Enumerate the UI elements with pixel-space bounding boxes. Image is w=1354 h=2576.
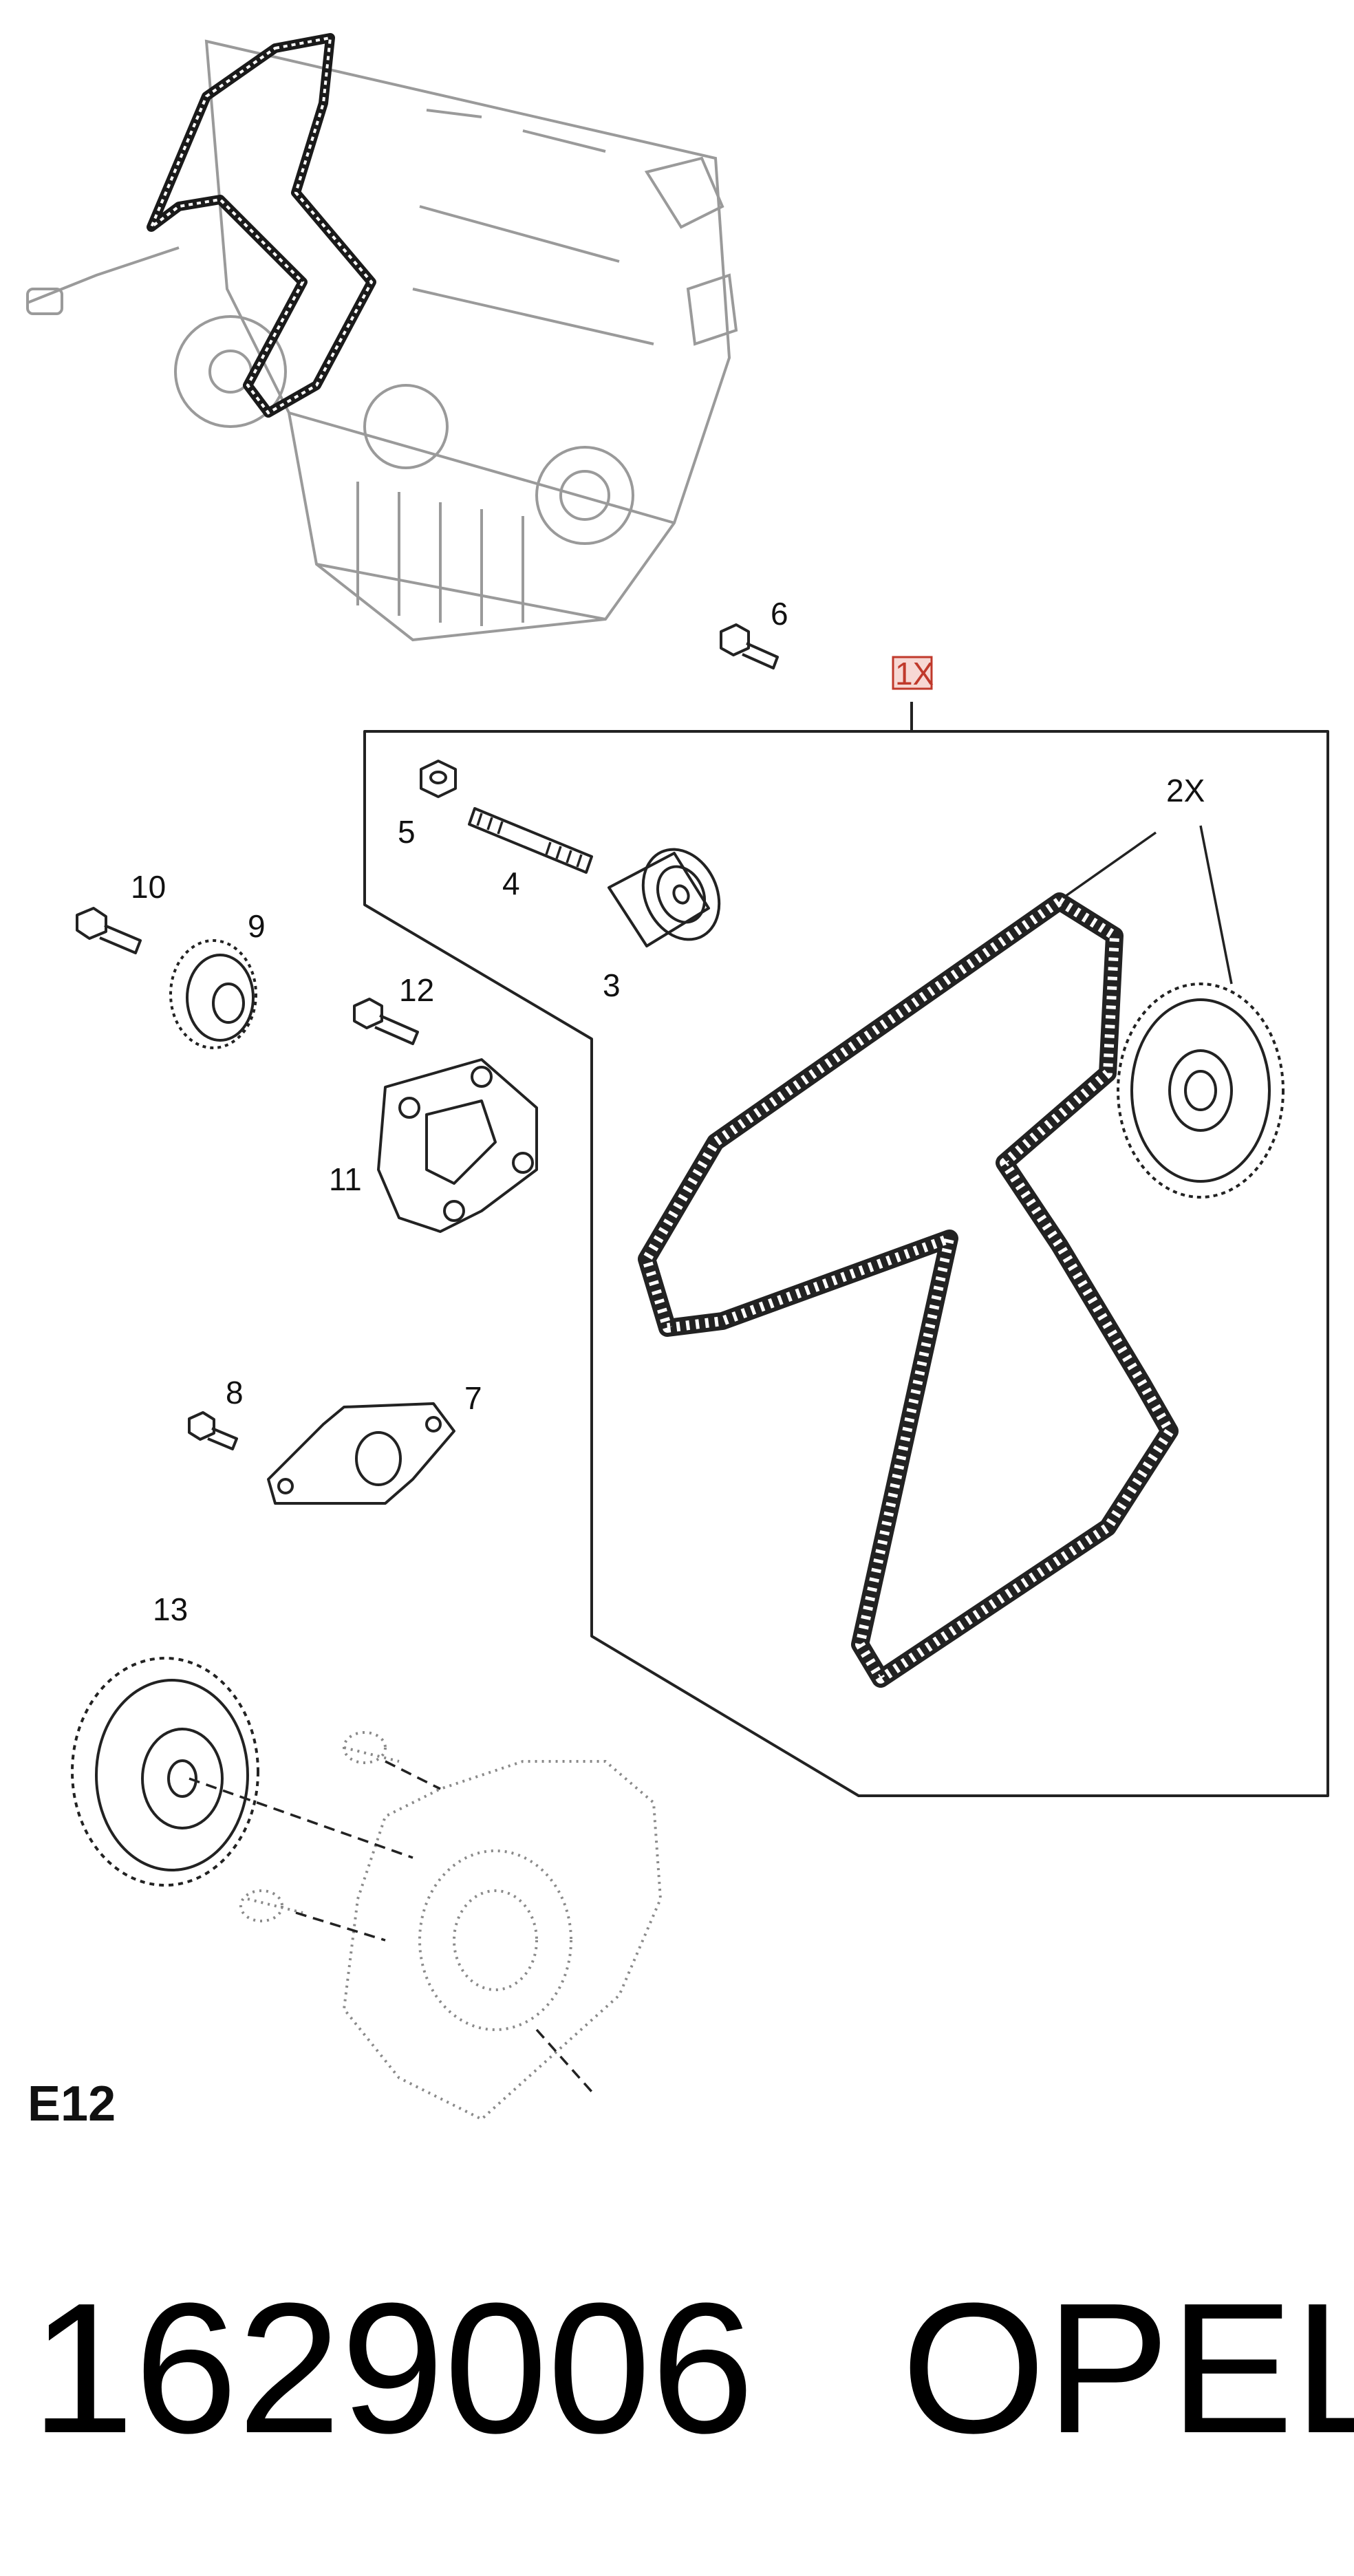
camshaft-pulley-illustration <box>1117 983 1285 1199</box>
bolt-6-illustration <box>720 623 779 669</box>
callout-leader-lines <box>1062 825 1233 985</box>
tensioner-roller-3-illustration <box>608 848 721 947</box>
part-number: 1629006 <box>31 2265 754 2472</box>
callout-10: 10 <box>131 869 166 905</box>
plate-7-illustration <box>267 1402 455 1505</box>
callout-7: 7 <box>464 1380 482 1416</box>
callout-11: 11 <box>329 1161 362 1197</box>
brand-label: OPEL <box>901 2265 1354 2472</box>
section-label: E12 <box>28 2076 116 2132</box>
engine-overview-illustration <box>26 33 738 642</box>
kit-outline <box>363 702 1329 1797</box>
stud-4-illustration <box>468 807 593 874</box>
callout-5: 5 <box>398 814 416 850</box>
callout-8: 8 <box>226 1375 244 1410</box>
callout-4: 4 <box>502 866 520 901</box>
callout-9: 9 <box>248 908 266 944</box>
callout-6: 6 <box>771 596 788 632</box>
timing-belt-illustration <box>638 892 1179 1688</box>
crankshaft-pulley-13-illustration <box>71 1657 259 1887</box>
kit-quantity-highlight <box>892 656 933 690</box>
callout-12: 12 <box>399 972 434 1008</box>
bolt-12-illustration <box>353 998 419 1045</box>
kit-quantity-label: 1X <box>895 656 934 691</box>
bolt-10-illustration <box>76 907 142 954</box>
callout-3: 3 <box>603 967 621 1003</box>
gear-9-illustration <box>169 939 257 1049</box>
bolt-8-illustration <box>188 1411 238 1450</box>
nut-5-illustration <box>420 760 457 798</box>
oil-pump-housing-illustration <box>189 1731 663 2121</box>
idler-bracket-11-illustration <box>377 1058 538 1233</box>
belt-pulley-quantity-label: 2X <box>1166 773 1205 808</box>
callout-13: 13 <box>153 1591 188 1627</box>
